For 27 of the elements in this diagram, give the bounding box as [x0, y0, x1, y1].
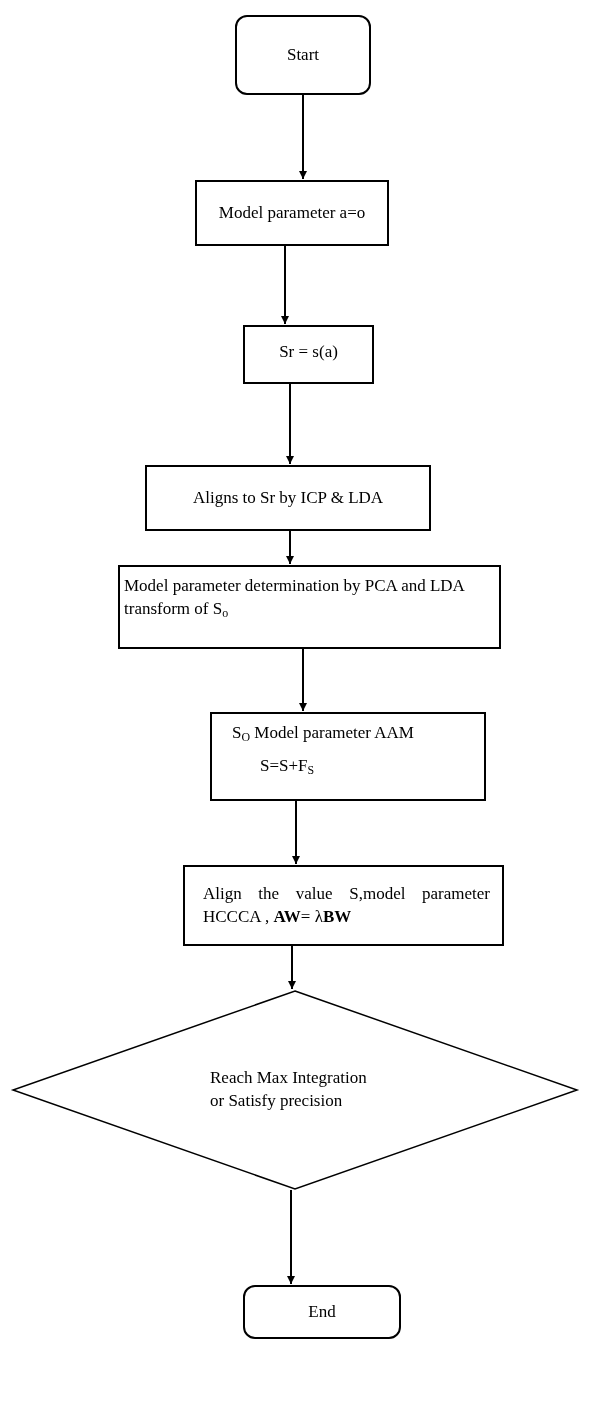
node-text: S=S+F$_{S}$ [260, 755, 315, 779]
arrow [299, 94, 307, 180]
process-box [243, 325, 374, 384]
arrow [286, 530, 294, 565]
arrow [288, 945, 296, 990]
node-text: Sr = s(a) [279, 341, 338, 363]
process-box [183, 865, 504, 946]
arrow [281, 245, 289, 325]
node-text: Model parameter a=o [218, 201, 366, 224]
node-text: Align the value S,model parameter HCCCA , AW= λBW [203, 882, 490, 928]
node-text: Start [286, 43, 320, 66]
arrow [287, 1189, 295, 1285]
arrow [299, 648, 307, 712]
arrow [286, 383, 294, 465]
terminal-box [243, 1285, 401, 1339]
node-text: S$_{O}$ Model parameter AAM [232, 722, 414, 746]
decision-diamond [12, 990, 578, 1190]
arrow [292, 800, 300, 865]
node-text: End [308, 1300, 336, 1323]
node-text: Model parameter determination by PCA and LDA transform of S$_{o}$ [124, 575, 466, 621]
process-box [195, 180, 389, 246]
process-box [145, 465, 431, 531]
terminal-box [235, 15, 371, 95]
node-text: Reach Max Integration or Satisfy precision [210, 1067, 368, 1112]
process-box [118, 565, 501, 649]
process-box [210, 712, 486, 801]
node-text: Aligns to Sr by ICP & LDA [192, 486, 384, 509]
